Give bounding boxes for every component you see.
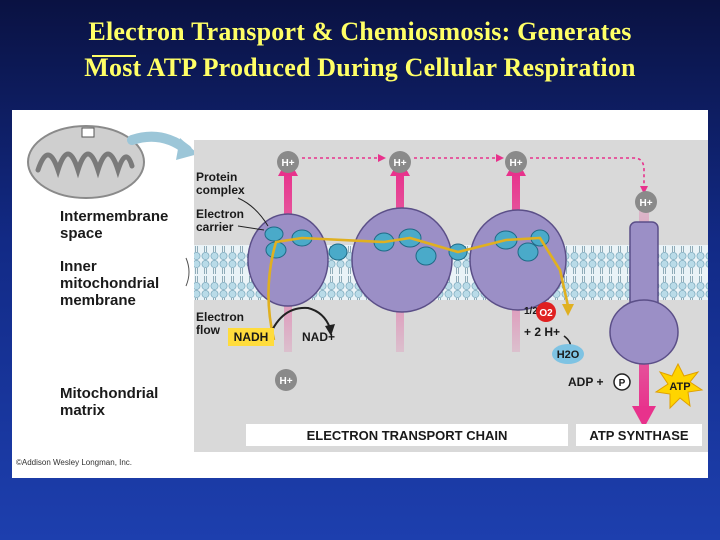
diagram-panel: H+ H+ H+ H+ H+ [12, 110, 708, 478]
protein-complex-label: Protein complex [196, 170, 245, 197]
intermembrane-label: Intermembrane space [60, 208, 169, 242]
water-marker [552, 344, 584, 364]
electron-flow-label: Electron flow [196, 310, 245, 337]
title-line-1: Electron Transport & Chemiosmosis: Gener… [88, 17, 632, 46]
h-plus-label: H+ [639, 198, 652, 209]
membrane-bracket [185, 257, 190, 287]
h2o-label: H2O [557, 349, 580, 361]
nadh-box [228, 328, 274, 346]
electron-path-arrowhead [562, 304, 574, 316]
phosphate-marker [613, 373, 631, 391]
two-h-plus-label: + 2 H+ [524, 325, 560, 339]
o2-label: O2 [539, 308, 553, 319]
h-plus-label: H+ [393, 158, 406, 169]
atp-burst [654, 362, 704, 410]
electron-path [267, 236, 570, 341]
proton-markers: H+ H+ H+ H+ H+ [275, 151, 657, 391]
etc-diagram: H+ H+ H+ H+ H+ [27, 125, 708, 452]
mitochondrion-icon [27, 125, 198, 199]
title-overbar [92, 55, 136, 57]
h-plus-label: H+ [281, 158, 294, 169]
nadh-oxidation-arrow [267, 306, 331, 341]
slide-title: Electron Transport & Chemiosmosis: Gener… [0, 14, 720, 86]
h-plus-label: H+ [509, 158, 522, 169]
inner-membrane-label: Inner mitochondrial membrane [60, 258, 160, 309]
nadh-label: NADH [234, 330, 269, 344]
p-label: P [619, 378, 626, 389]
carrier-pointer [237, 225, 265, 231]
synthase-label: ATP SYNTHASE [589, 428, 689, 443]
protein-complex-pointer [237, 197, 269, 227]
h-plus-label: H+ [279, 376, 292, 387]
electron-carriers [264, 226, 550, 266]
electron-carrier-label: Electron carrier [196, 207, 245, 234]
adp-label: ADP + [568, 375, 603, 389]
copyright: ©Addison Wesley Longman, Inc. [16, 458, 133, 467]
title-line-2: Most ATP Produced During Cellular Respir… [84, 53, 636, 82]
etc-label: ELECTRON TRANSPORT CHAIN [307, 428, 508, 443]
half-label: 1/2 [524, 306, 538, 317]
oxygen-marker [536, 302, 556, 322]
etc-bar [246, 424, 568, 446]
nadh-arrowhead [325, 324, 335, 336]
atp-label: ATP [669, 381, 690, 393]
nad-plus-label: NAD+ [302, 330, 335, 344]
matrix-label: Mitochondrial matrix [60, 385, 159, 419]
synthase-bar [576, 424, 702, 446]
